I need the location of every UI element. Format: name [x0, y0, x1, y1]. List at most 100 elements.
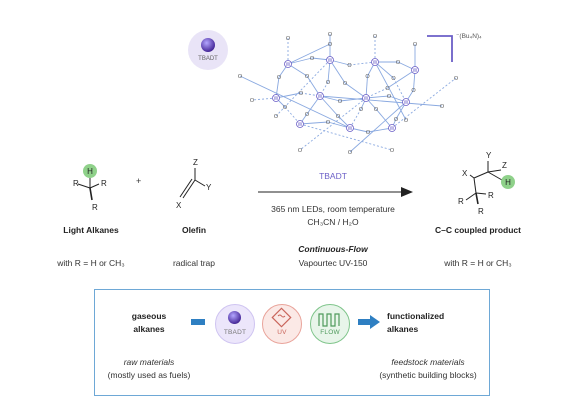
cage-tungsten-node	[316, 92, 324, 100]
cage-tungsten-atom: W	[390, 126, 395, 132]
box-right-title-2: alkanes	[387, 324, 419, 334]
uv-hazard-icon	[271, 307, 292, 328]
box-left-sub-1: raw materials	[123, 357, 175, 367]
icon-uv-label: UV	[277, 329, 287, 336]
label-light-alkanes: Light Alkanes	[63, 225, 119, 235]
cage-oxygen-atom: O	[396, 60, 401, 66]
cage-tungsten-atom: W	[298, 122, 303, 128]
reaction-arrow	[258, 187, 413, 197]
cage-terminal-oxygen: O	[238, 74, 243, 80]
cage-oxygen-atom: O	[277, 75, 282, 81]
product-r-right: R	[488, 191, 494, 200]
cage-terminal-oxygen: O	[440, 104, 445, 110]
product-y: Y	[486, 151, 492, 160]
box-left-title-1: gaseous	[131, 311, 167, 321]
olefin-z: Z	[193, 158, 198, 167]
cage-tungsten-atom: W	[404, 100, 409, 106]
output-arrow	[358, 315, 380, 329]
note-light-alkanes: with R = H or CH₃	[57, 258, 125, 268]
product-r-bottom: R	[478, 207, 484, 216]
cage-tungsten-atom: W	[348, 126, 353, 132]
cage-terminal-oxygen: O	[328, 32, 333, 38]
cage-oxygen-atom: O	[394, 117, 399, 123]
cage-oxygen-atom: O	[359, 107, 364, 113]
cage-terminal-oxygen: O	[348, 150, 353, 156]
cage-terminal-oxygen: O	[404, 118, 409, 124]
cage-terminal-oxygen: O	[373, 34, 378, 40]
cage-terminal-oxygen: O	[250, 98, 255, 104]
box-left-sub-2: (mostly used as fuels)	[107, 370, 191, 380]
product-r-left: R	[458, 197, 464, 206]
cage-tungsten-node	[326, 56, 334, 64]
cage-tungsten-node	[402, 98, 410, 106]
condition-light: 365 nm LEDs, room temperature	[271, 204, 395, 214]
cage-tungsten-node	[284, 60, 292, 68]
cage-tungsten-node	[371, 58, 379, 66]
cage-oxygen-atom: O	[305, 112, 310, 118]
cage-oxygen-atom: O	[385, 86, 390, 92]
box-right-title-1: functionalized	[387, 311, 445, 321]
summary-box	[94, 289, 490, 396]
icon-flow-label: FLOW	[320, 329, 340, 336]
cage-tungsten-node	[388, 124, 396, 132]
cage-terminal-oxygen: O	[274, 114, 279, 120]
note-product: with R = H or CH₃	[444, 258, 512, 268]
bracket	[427, 35, 453, 62]
cage-terminal-oxygen: O	[413, 42, 418, 48]
box-right-sub-1: feedstock materials	[391, 357, 465, 367]
highlight-h	[83, 164, 97, 178]
cage-tungsten-node	[411, 66, 419, 74]
cage-oxygen-atom: O	[326, 120, 331, 126]
flow-coil-icon	[318, 313, 340, 327]
alkane-r-bottom: R	[92, 203, 98, 212]
cage-tungsten-atom: W	[373, 60, 378, 66]
product-highlight-h	[501, 175, 515, 189]
condition-solvent: CH₃CN / H₂O	[307, 217, 359, 227]
cage-tungsten-node	[362, 94, 370, 102]
tbadt-badge-label: TBADT	[198, 56, 218, 62]
olefin-structure: Z Y X	[176, 158, 212, 210]
box-right-sub-2: (synthetic building blocks)	[379, 370, 477, 380]
product-h: H	[505, 178, 511, 187]
cage-oxygen-atom: O	[305, 74, 310, 80]
product-z: Z	[502, 161, 507, 170]
note-olefin: radical trap	[172, 258, 216, 268]
alkane-h: H	[87, 167, 93, 176]
cage-tungsten-atom: W	[328, 58, 333, 64]
olefin-y: Y	[206, 183, 212, 192]
icon-uv: UV	[262, 304, 302, 344]
cage-tungsten-atom: W	[318, 94, 323, 100]
icon-flow: FLOW	[310, 304, 350, 344]
cage-oxygen-atom: O	[374, 107, 379, 113]
cage-tungsten-atom: W	[274, 96, 279, 102]
cage-oxygen-atom: O	[299, 91, 304, 97]
cage-terminal-oxygen: O	[390, 148, 395, 154]
cage-oxygen-atom: O	[387, 94, 392, 100]
cage-oxygen-atom: O	[283, 105, 288, 111]
tbadt-badge: TBADT	[188, 30, 228, 70]
cage-oxygen-atom: O	[338, 99, 343, 105]
label-product: C–C coupled product	[435, 225, 521, 235]
tbadt-sphere-icon	[201, 38, 215, 52]
input-bar	[191, 319, 205, 325]
olefin-x: X	[176, 201, 182, 210]
cage-tungsten-atom: W	[364, 96, 369, 102]
alkane-structure: H R R R	[73, 164, 107, 212]
product-x: X	[462, 169, 468, 178]
cage-oxygen-atom: O	[366, 130, 371, 136]
alkane-r-right: R	[101, 179, 107, 188]
cage-terminal-oxygen: O	[298, 148, 303, 154]
cage-oxygen-atom: O	[347, 63, 352, 69]
tbadt-sphere-small-icon	[228, 311, 241, 324]
cage-oxygen-atom: O	[411, 88, 416, 94]
condition-mode: Continuous-Flow	[298, 244, 368, 254]
cage-oxygen-atom: O	[391, 76, 396, 82]
icon-tbadt: TBADT	[215, 304, 255, 344]
box-left-title-2: alkanes	[133, 324, 165, 334]
cage-oxygen-atom: O	[326, 80, 331, 86]
cage-terminal-oxygen: O	[328, 42, 333, 48]
alkane-r-left: R	[73, 179, 79, 188]
icon-tbadt-label: TBADT	[223, 329, 247, 336]
